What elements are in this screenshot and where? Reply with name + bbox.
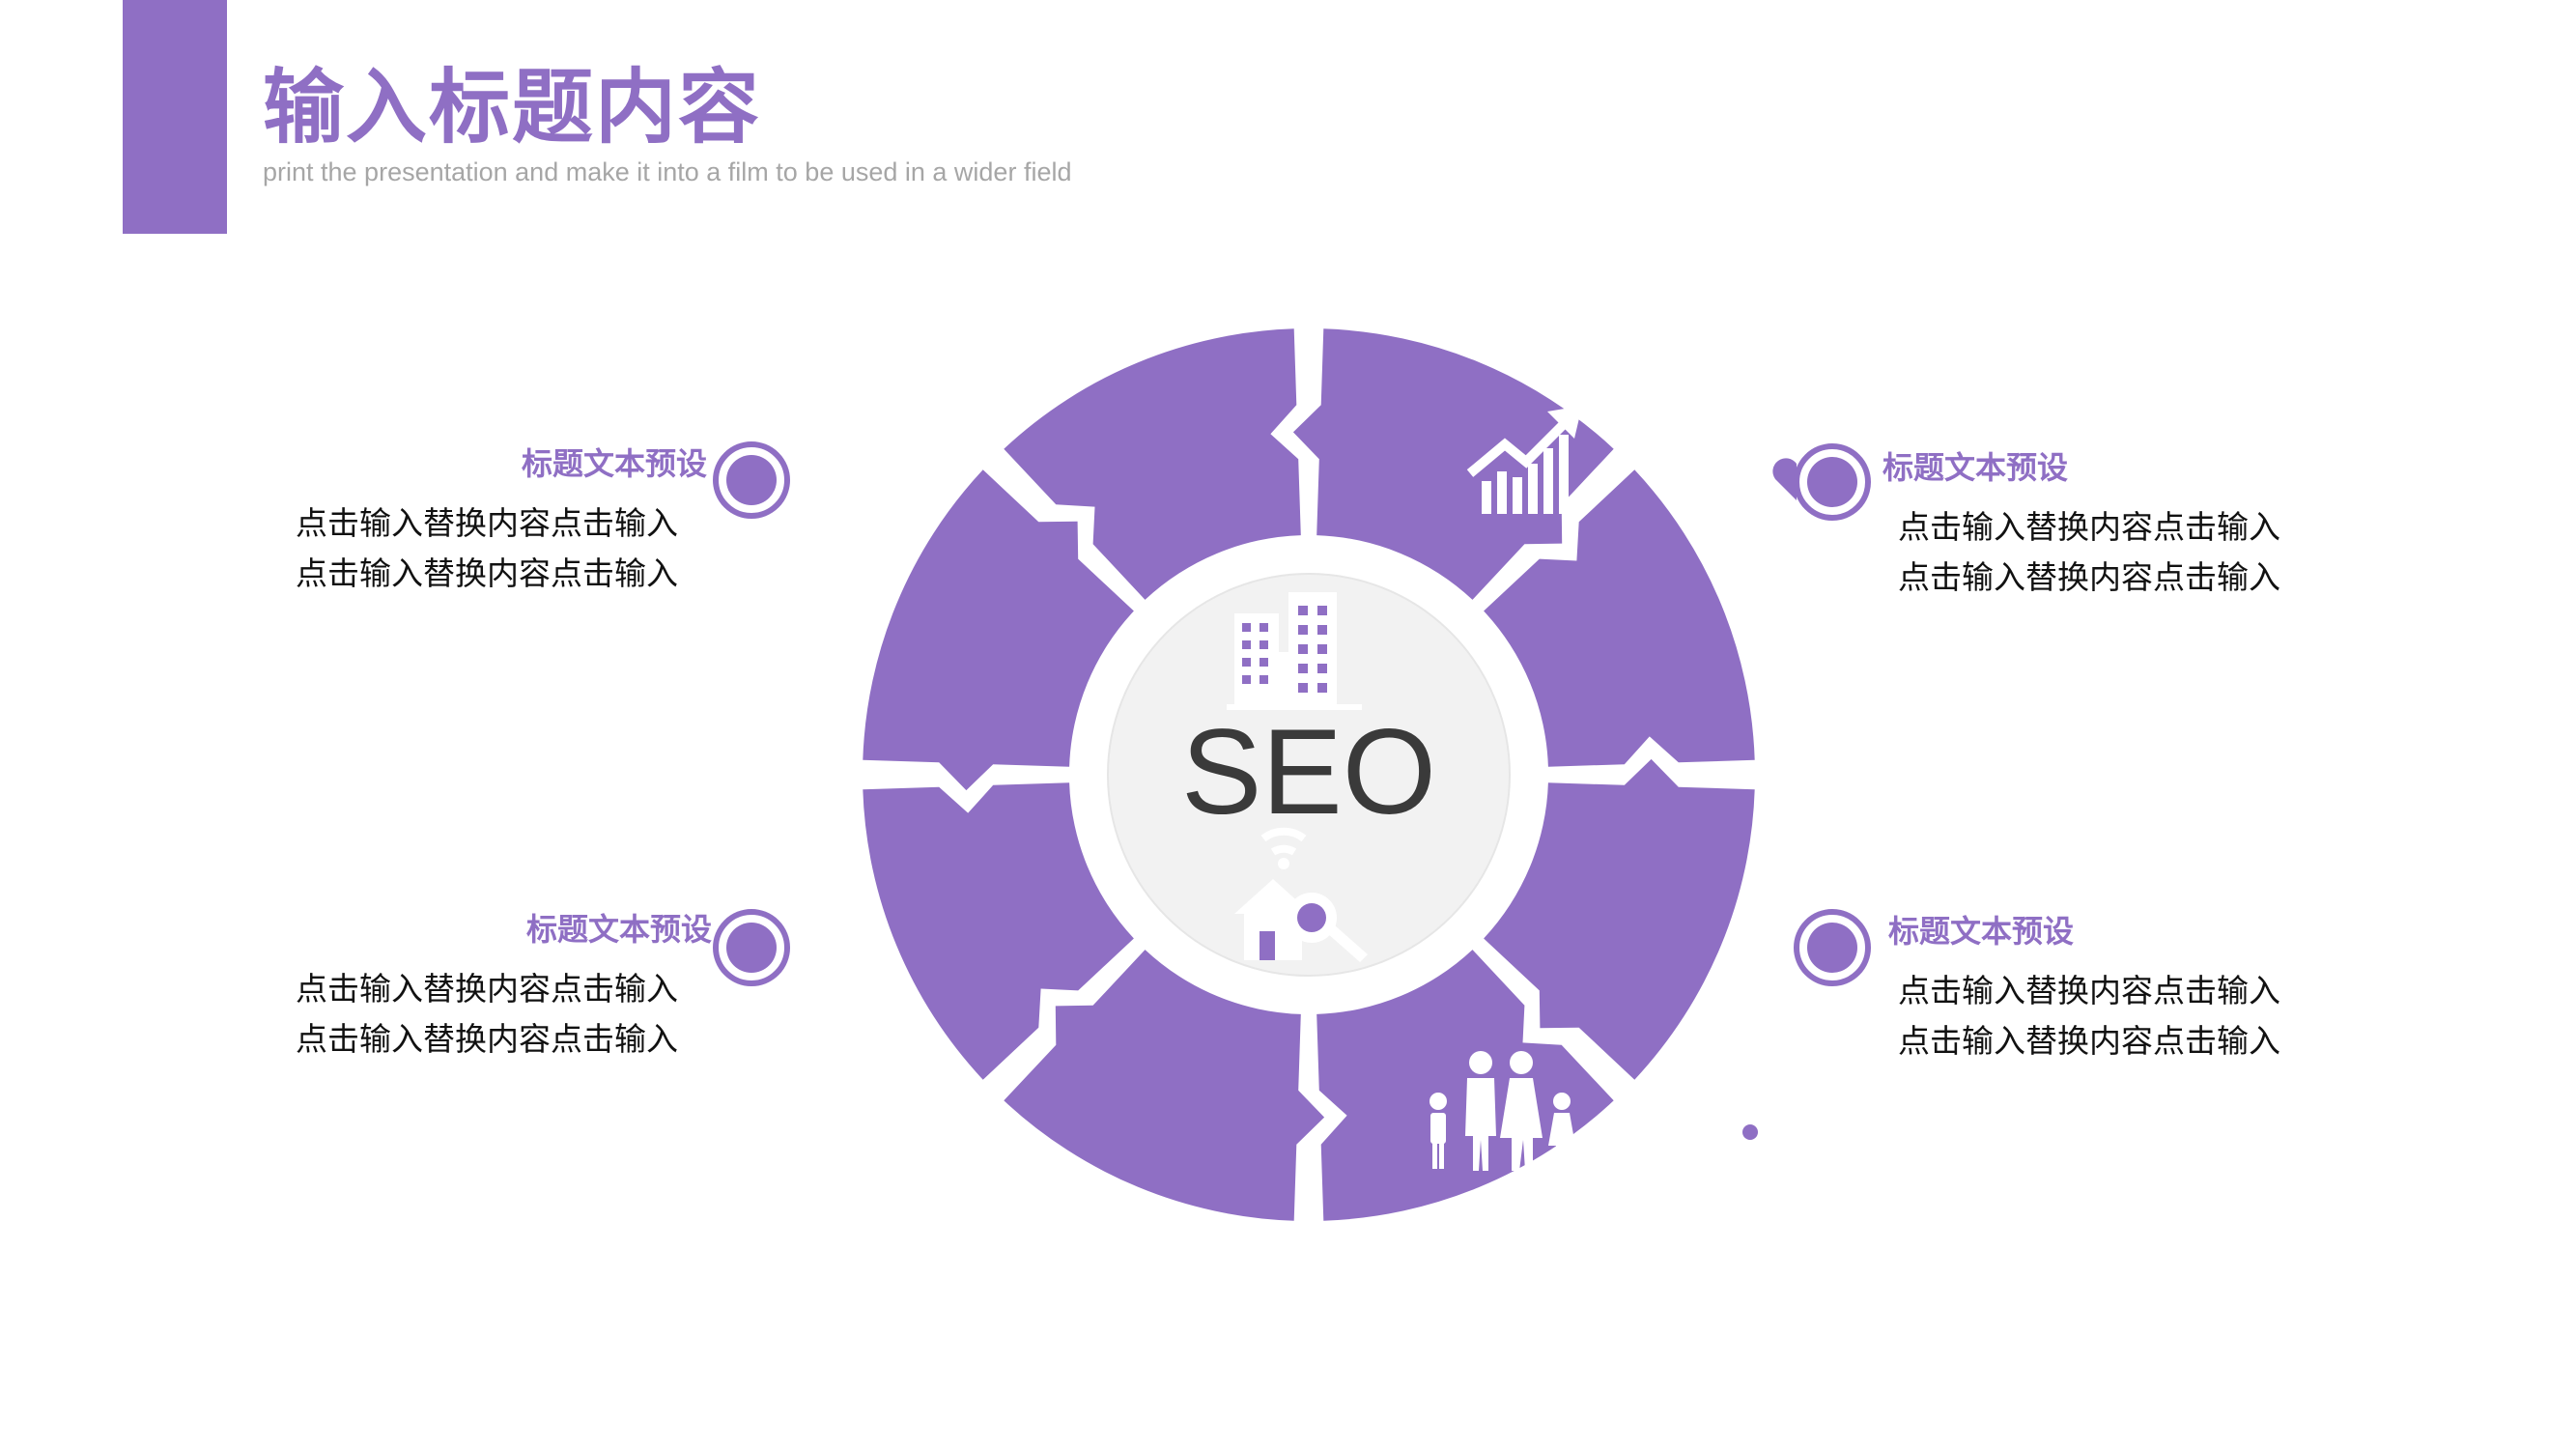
item-title-bottom-right: 标题文本预设	[1888, 913, 2075, 950]
ring-segment	[1004, 328, 1301, 600]
item-line: 点击输入替换内容点击输入	[296, 1020, 678, 1058]
growth-chart-icon	[1466, 406, 1582, 514]
item-line: 点击输入替换内容点击输入	[296, 970, 678, 1008]
item-line: 点击输入替换内容点击输入	[1898, 508, 2280, 546]
ring-segment	[863, 782, 1134, 1080]
item-marker-bottom-right	[1794, 909, 1871, 986]
center-label: SEO	[1181, 705, 1436, 839]
item-title-top-left: 标题文本预设	[521, 445, 707, 482]
ring-segment	[1316, 950, 1614, 1221]
item-title-top-right: 标题文本预设	[1882, 449, 2069, 486]
ring-segment	[1484, 758, 1755, 1080]
item-marker-top-right	[1794, 443, 1871, 521]
item-marker-bottom-left	[713, 909, 790, 986]
item-body-top-right: 点击输入替换内容点击输入 点击输入替换内容点击输入	[1898, 502, 2280, 603]
center-circle	[1107, 573, 1511, 977]
item-title-bottom-left: 标题文本预设	[525, 911, 712, 948]
item-line: 点击输入替换内容点击输入	[1898, 558, 2280, 596]
truck-icon	[1719, 1061, 1797, 1151]
seo-ring-diagram: SEO	[863, 328, 1797, 1221]
ring-segment	[1292, 328, 1614, 600]
item-line: 点击输入替换内容点击输入	[1898, 1022, 2280, 1060]
ring-segment	[1004, 950, 1325, 1221]
smart-home-search-icon	[1234, 827, 1368, 962]
item-body-bottom-right: 点击输入替换内容点击输入 点击输入替换内容点击输入	[1898, 966, 2280, 1066]
header-accent-bar	[123, 0, 227, 234]
buildings-icon	[1227, 592, 1362, 710]
home-heart-icon	[1737, 408, 1797, 516]
page-title: 输入标题内容	[263, 60, 762, 155]
item-line: 点击输入替换内容点击输入	[296, 504, 678, 542]
item-marker-top-left	[713, 441, 790, 519]
ring-segment	[1484, 469, 1755, 767]
ring-segments	[863, 328, 1755, 1221]
item-body-bottom-left: 点击输入替换内容点击输入 点击输入替换内容点击输入	[296, 964, 678, 1065]
item-line: 点击输入替换内容点击输入	[296, 554, 678, 592]
item-line: 点击输入替换内容点击输入	[1898, 972, 2280, 1009]
ring-segment	[863, 469, 1134, 791]
page-subtitle: print the presentation and make it into …	[263, 157, 1072, 186]
family-icon	[1430, 1051, 1575, 1171]
item-body-top-left: 点击输入替换内容点击输入 点击输入替换内容点击输入	[296, 498, 678, 599]
